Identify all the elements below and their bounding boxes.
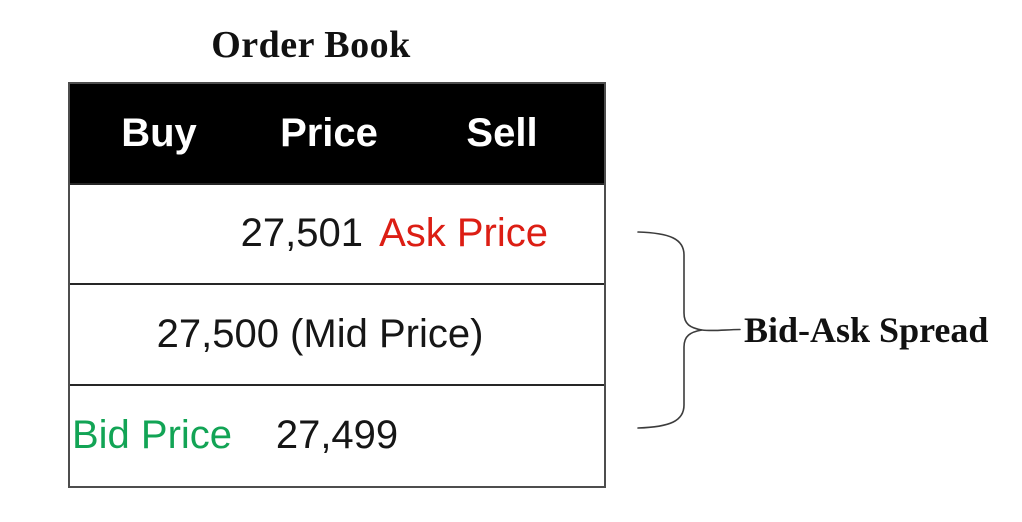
bid-price-label: Bid Price [71, 413, 233, 458]
bid-price-value: 27,499 [275, 413, 399, 458]
header-sell: Sell [466, 110, 538, 155]
page-title: Order Book [211, 24, 411, 66]
ask-price-label: Ask Price [379, 211, 548, 256]
mid-price-value: 27,500 (Mid Price) [156, 311, 484, 356]
order-book-table: Buy Price Sell 27,501 Ask Price 27,500 (… [68, 82, 606, 488]
bid-ask-spread-label: Bid-Ask Spread [744, 310, 989, 350]
table-row-mid: 27,500 (Mid Price) [70, 285, 604, 386]
table-row-ask: 27,501 Ask Price [70, 185, 604, 285]
header-price: Price [280, 110, 378, 155]
header-buy: Buy [121, 110, 197, 155]
curly-brace-icon [630, 225, 750, 435]
ask-price-value: 27,501 [240, 211, 363, 256]
table-header-row: Buy Price Sell [70, 84, 604, 185]
table-row-bid: Bid Price 27,499 [70, 386, 604, 487]
